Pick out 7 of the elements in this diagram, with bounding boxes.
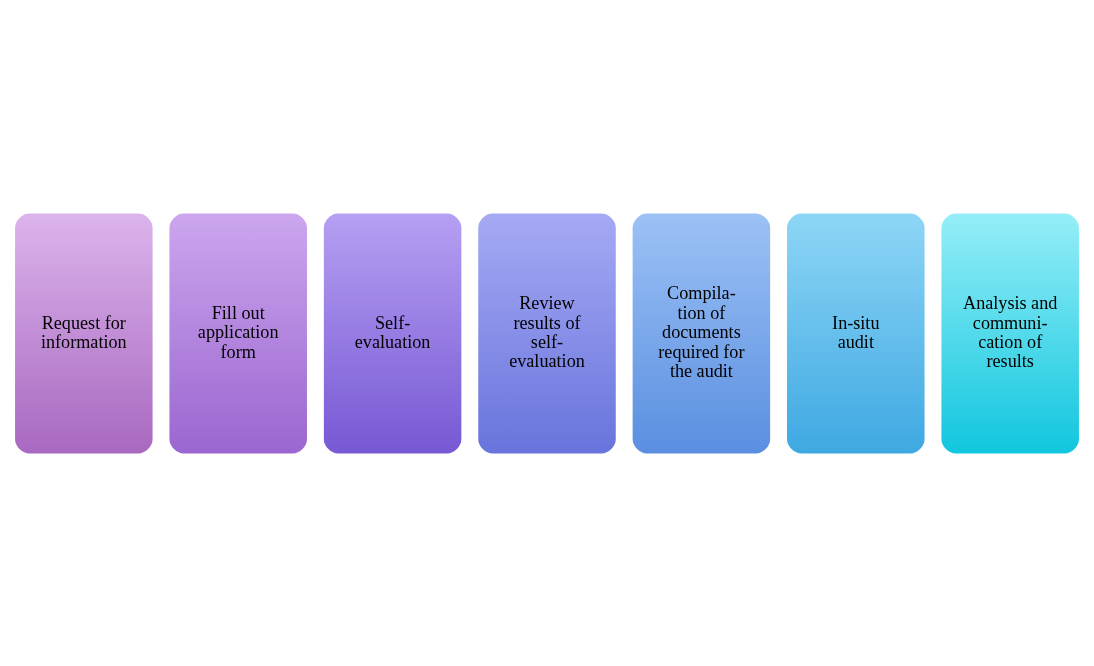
- node-box: In-situ audit: [784, 210, 928, 456]
- node-box: Compila- tion of documents required for the audit: [630, 210, 773, 456]
- node-box: Fill out application form: [166, 210, 310, 456]
- node-box: Analysis and communi- cation of results: [938, 210, 1082, 456]
- node-box: Self- evaluation: [321, 210, 464, 456]
- node-box: Request for information: [12, 210, 156, 456]
- node-box: Review results of self- evaluation: [475, 210, 619, 456]
